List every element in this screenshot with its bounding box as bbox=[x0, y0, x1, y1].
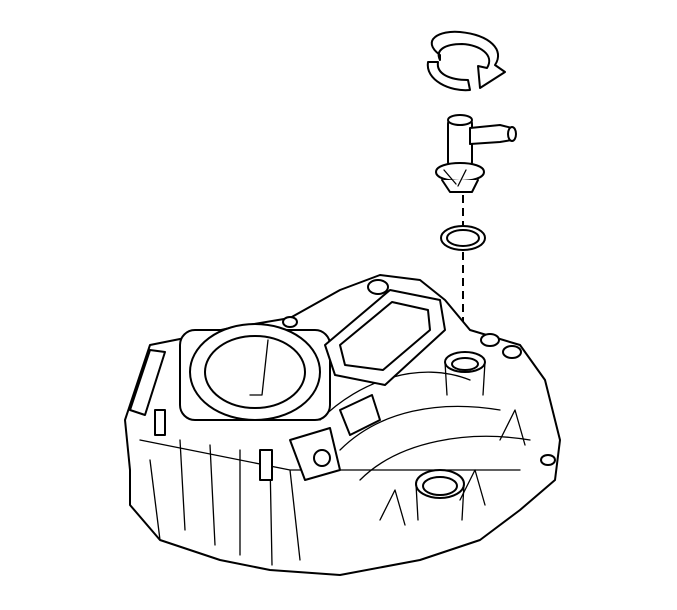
rotate-clockwise-arrow-icon bbox=[426, 30, 506, 92]
o-ring-seal bbox=[440, 225, 486, 251]
pcv-valve bbox=[435, 114, 517, 193]
intake-manifold bbox=[124, 274, 561, 576]
